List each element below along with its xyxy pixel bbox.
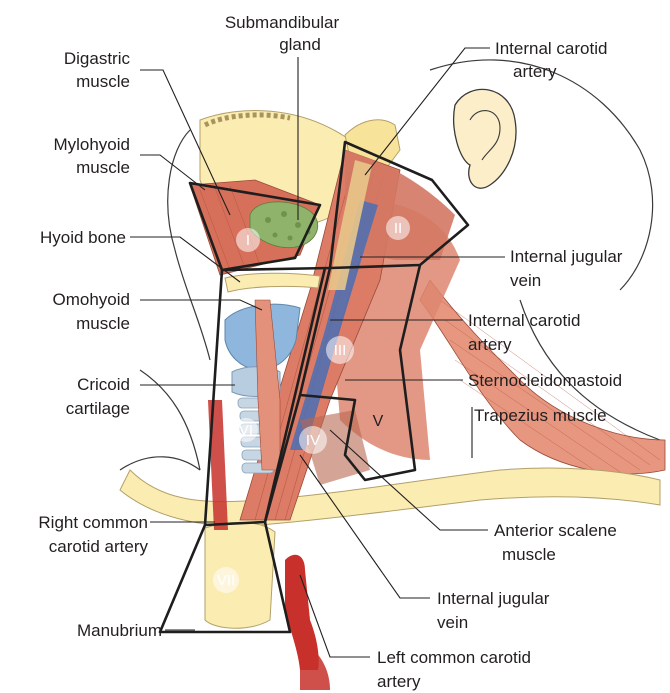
label-hyoid-bone: Hyoid bone [40, 228, 126, 247]
label-mylohyoid-line1: Mylohyoid [53, 135, 130, 154]
shoulder-outline [120, 457, 200, 470]
label-rcca-line1: Right common [38, 513, 148, 532]
label-internal-carotid-top: Internal carotid artery [495, 39, 607, 81]
label-ica-top-line1: Internal carotid [495, 39, 607, 58]
label-omohyoid-muscle: Omohyoid muscle [53, 290, 130, 333]
label-ica-top-line2: artery [513, 62, 557, 81]
label-digastric-line1: Digastric [64, 49, 131, 68]
level-iv-text: IV [306, 432, 320, 449]
label-left-common-carotid: Left common carotid artery [377, 648, 531, 691]
hyoid-bone-shape [225, 273, 320, 292]
label-trapezius: Trapezius muscle [474, 406, 607, 425]
label-ijv-lower-line1: Internal jugular [437, 589, 550, 608]
label-lcca-line2: artery [377, 672, 421, 691]
label-mylohyoid-line2: muscle [76, 158, 130, 177]
label-internal-jugular-lower: Internal jugular vein [437, 589, 550, 632]
label-ijv-upper-line2: vein [510, 271, 541, 290]
label-cricoid-line2: cartilage [66, 399, 130, 418]
label-ijv-lower-line2: vein [437, 613, 468, 632]
label-digastric-muscle: Digastric muscle [64, 49, 131, 91]
label-scalene-line2: muscle [502, 545, 556, 564]
level-iii-text: III [334, 342, 347, 359]
label-ica-mid-line1: Internal carotid [468, 311, 580, 330]
label-submandibular-gland: Submandibular gland [225, 13, 340, 54]
label-right-common-carotid: Right common carotid artery [38, 513, 148, 556]
level-vi-text: VI [239, 422, 253, 439]
label-sternocleidomastoid: Sternocleidomastoid [468, 371, 622, 390]
label-mylohyoid-muscle: Mylohyoid muscle [53, 135, 130, 177]
label-lcca-line1: Left common carotid [377, 648, 531, 667]
label-submandibular-line1: Submandibular [225, 13, 340, 32]
label-ica-mid-line2: artery [468, 335, 512, 354]
label-digastric-line2: muscle [76, 72, 130, 91]
label-ijv-upper-line1: Internal jugular [510, 247, 623, 266]
label-anterior-scalene: Anterior scalene muscle [494, 521, 617, 564]
clavicle [120, 468, 660, 526]
level-i-text: I [246, 232, 250, 249]
label-submandibular-line2: gland [279, 35, 321, 54]
level-ii-text: II [394, 220, 402, 237]
label-manubrium: Manubrium [77, 621, 162, 640]
label-omohyoid-line2: muscle [76, 314, 130, 333]
level-vii-text: VII [217, 572, 235, 589]
label-rcca-line2: carotid artery [49, 537, 149, 556]
label-scalene-line1: Anterior scalene [494, 521, 617, 540]
label-internal-jugular-upper: Internal jugular vein [510, 247, 623, 290]
label-omohyoid-line1: Omohyoid [53, 290, 130, 309]
ear [454, 89, 516, 188]
level-v-text: V [373, 413, 384, 430]
label-cricoid-cartilage: Cricoid cartilage [66, 375, 130, 418]
label-cricoid-line1: Cricoid [77, 375, 130, 394]
